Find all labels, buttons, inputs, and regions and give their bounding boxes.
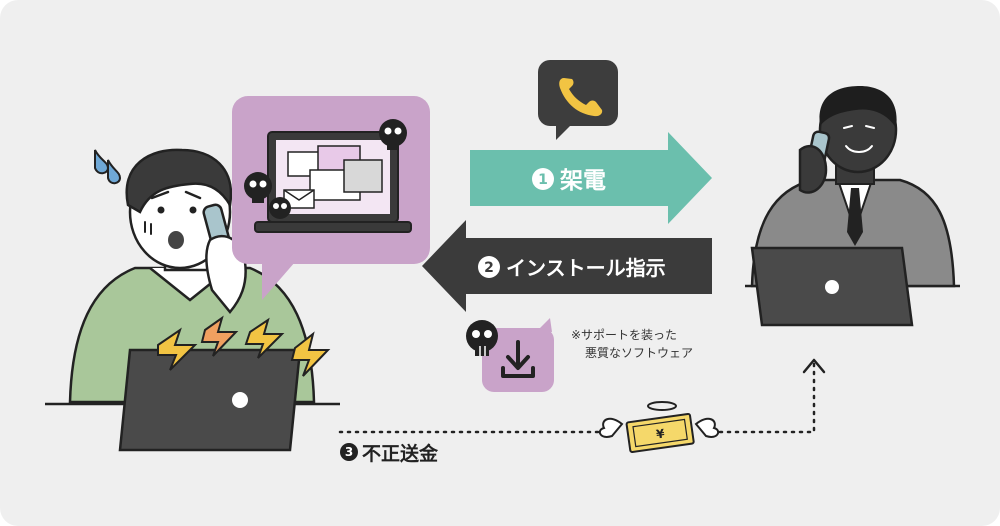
victim-laptop-icon xyxy=(118,348,302,452)
arrow-step2: 2 インストール指示 xyxy=(422,220,712,312)
phone-icon xyxy=(559,78,603,117)
step2-label: インストール指示 xyxy=(506,256,666,280)
step1-number: 1 xyxy=(538,172,548,188)
step2-number: 2 xyxy=(484,260,494,276)
step1-label: 架電 xyxy=(560,168,606,194)
skull-icon xyxy=(244,172,272,203)
money-symbol: ¥ xyxy=(655,426,666,441)
scammer-figure xyxy=(745,86,960,288)
warning-bolt-icon xyxy=(157,315,331,377)
sweat-drops-icon xyxy=(94,149,122,185)
download-icon xyxy=(501,340,535,378)
step3-number: 3 xyxy=(345,445,353,459)
skull-icon xyxy=(379,119,407,150)
angel-halo-icon xyxy=(647,401,677,411)
scammer-laptop-icon xyxy=(750,246,914,327)
phone-bubble xyxy=(538,60,618,140)
skull-icon xyxy=(269,197,291,219)
skull-icon xyxy=(466,320,498,356)
arrow-step1: 1 架電 xyxy=(470,132,712,224)
step3-label: 不正送金 xyxy=(362,442,439,465)
malware-download-bubble xyxy=(466,318,554,392)
malware-note-line1: ※サポートを装った xyxy=(571,328,677,342)
money-flow-path xyxy=(338,358,826,434)
infected-screen-bubble xyxy=(232,96,430,300)
malware-note-line2: 悪質なソフトウェア xyxy=(585,345,693,360)
step3-label-group: 3 不正送金 xyxy=(340,442,439,465)
flying-money-icon: ¥ xyxy=(598,401,720,454)
